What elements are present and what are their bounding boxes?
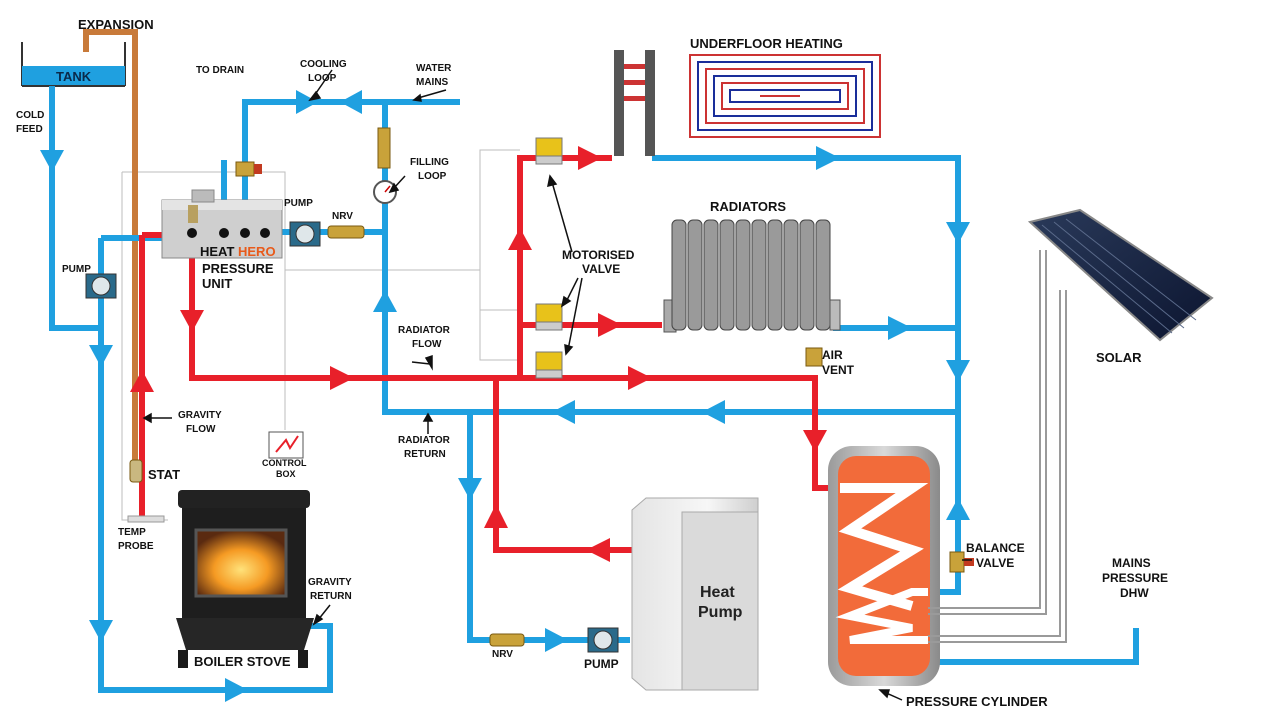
- underfloor-manifold: [614, 50, 655, 156]
- leader-lines: [142, 69, 972, 701]
- label-heat-hero-2: HERO: [238, 244, 276, 259]
- label-to-drain: TO DRAIN: [196, 65, 245, 76]
- label-boiler-stove: BOILER STOVE: [194, 654, 291, 669]
- label-gravity-return-2: RETURN: [310, 591, 352, 602]
- label-temp-probe-1: TEMP: [118, 527, 146, 538]
- label-cold-feed-2: FEED: [16, 124, 43, 135]
- heat-pump: [631, 497, 759, 691]
- label-radiator-flow-2: FLOW: [412, 339, 442, 350]
- label-balance-valve-1: BALANCE: [966, 541, 1025, 555]
- solar-pipes: [928, 250, 1067, 643]
- label-filling-loop-1: FILLING: [410, 157, 449, 168]
- label-underfloor-heating: UNDERFLOOR HEATING: [690, 36, 843, 51]
- label-pump-left: PUMP: [62, 264, 91, 275]
- pump-top: [289, 221, 321, 247]
- nrv-top: [327, 225, 365, 239]
- label-air-vent-2: VENT: [822, 363, 855, 377]
- drain-valve: [235, 161, 262, 177]
- label-heat-hero-1: HEAT: [200, 244, 235, 259]
- air-vent: [805, 347, 823, 367]
- radiator: [663, 219, 841, 333]
- label-solar: SOLAR: [1096, 350, 1142, 365]
- label-nrv-top: NRV: [332, 211, 353, 222]
- label-radiators: RADIATORS: [710, 199, 787, 214]
- return-flow-arrows: [40, 90, 970, 702]
- boiler-stove: [176, 490, 314, 668]
- pressure-cylinder: [828, 446, 940, 686]
- nrv-bottom: [489, 633, 525, 647]
- motorised-valves: [535, 137, 563, 379]
- expansion-pipe: [83, 29, 138, 468]
- label-gravity-flow-1: GRAVITY: [178, 410, 222, 421]
- label-radiator-flow-1: RADIATOR: [398, 325, 450, 336]
- label-heat-pump-1: Heat: [700, 584, 735, 601]
- stat-sensor: [127, 459, 165, 523]
- label-temp-probe-2: PROBE: [118, 541, 154, 552]
- label-pump-bottom: PUMP: [584, 657, 619, 671]
- expansion-tank: [21, 42, 126, 87]
- label-cooling-loop-1: COOLING: [300, 59, 347, 70]
- label-water-mains-1: WATER: [416, 63, 452, 74]
- label-expansion: EXPANSION: [78, 17, 154, 32]
- label-pressure-unit-1: PRESSURE: [202, 261, 274, 276]
- label-balance-valve-2: VALVE: [976, 556, 1015, 570]
- label-nrv-bottom: NRV: [492, 649, 513, 660]
- label-mains-pressure-3: DHW: [1120, 586, 1149, 600]
- label-motorised-valve-2: VALVE: [582, 262, 621, 276]
- label-mains-pressure-2: PRESSURE: [1102, 571, 1169, 585]
- label-gravity-return-1: GRAVITY: [308, 577, 352, 588]
- label-cooling-loop-2: LOOP: [308, 73, 337, 84]
- label-radiator-return-2: RETURN: [404, 449, 446, 460]
- underfloor-coil: [689, 54, 881, 138]
- label-tank: TANK: [56, 69, 92, 84]
- label-gravity-flow-2: FLOW: [186, 424, 216, 435]
- label-water-mains-2: MAINS: [416, 77, 449, 88]
- filling-loop: [373, 127, 397, 204]
- label-cold-feed-1: COLD: [16, 110, 45, 121]
- label-mains-pressure-1: MAINS: [1112, 556, 1151, 570]
- balance-valve: [949, 551, 974, 573]
- label-motorised-valve-1: MOTORISED: [562, 248, 635, 262]
- label-air-vent-1: AIR: [822, 348, 843, 362]
- label-pressure-unit-2: UNIT: [202, 276, 233, 291]
- solar-panel: [1027, 208, 1214, 342]
- label-filling-loop-2: LOOP: [418, 171, 447, 182]
- pump-bottom: [587, 627, 619, 653]
- label-pump-top: PUMP: [284, 198, 313, 209]
- label-stat: STAT: [148, 467, 181, 482]
- label-control-box-1: CONTROL: [262, 458, 307, 468]
- label-control-box-2: BOX: [276, 469, 296, 479]
- pressure-unit: [161, 189, 283, 259]
- label-heat-pump-2: Pump: [698, 604, 743, 621]
- pump-left: [85, 273, 117, 299]
- label-radiator-return-1: RADIATOR: [398, 435, 450, 446]
- control-box: [268, 431, 304, 459]
- flow-arrows: [130, 146, 827, 562]
- label-pressure-cylinder: PRESSURE CYLINDER: [906, 694, 1048, 709]
